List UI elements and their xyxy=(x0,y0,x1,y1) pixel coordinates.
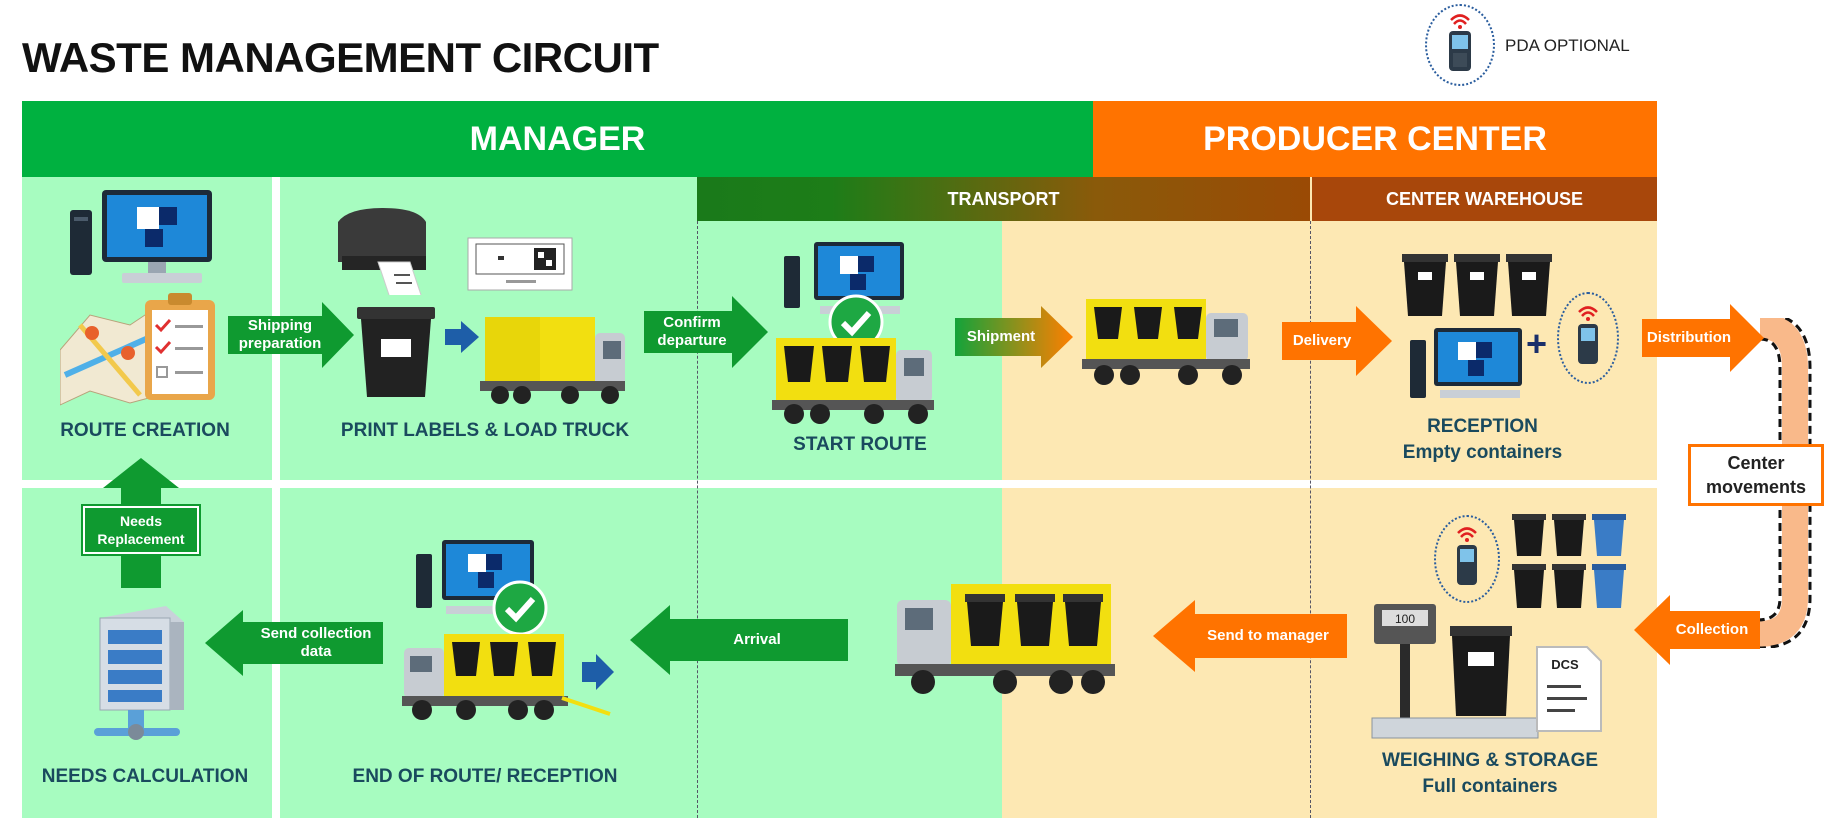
distribution-label: Distribution xyxy=(1646,329,1732,346)
truck-icon xyxy=(895,584,1115,694)
printer-icon xyxy=(338,208,426,295)
scale-reading: 100 xyxy=(1395,612,1415,626)
label-sheet-icon xyxy=(467,237,573,291)
computer-icon xyxy=(1410,328,1522,398)
warehouse-divider xyxy=(1310,221,1311,818)
reception-illustration: + xyxy=(1402,254,1552,398)
route-creation-caption: ROUTE CREATION xyxy=(60,420,230,441)
center-movements-box: Center movements xyxy=(1688,444,1824,506)
loaded-truck-illustration xyxy=(1082,299,1250,385)
transport-divider xyxy=(697,221,698,818)
computer-icon xyxy=(70,190,212,283)
start-route-illustration xyxy=(772,242,934,424)
weighing-pda-badge xyxy=(1434,515,1500,603)
checklist-icon xyxy=(145,293,215,400)
label-printer-illustration xyxy=(338,208,573,295)
container-icon xyxy=(357,307,435,397)
blue-arrow-icon xyxy=(445,321,479,353)
send-to-manager-arrow: Send to manager xyxy=(1153,600,1347,672)
pda-icon xyxy=(1457,527,1477,585)
map-icon xyxy=(60,304,161,406)
column-separator xyxy=(272,177,280,818)
shipment-arrow: Shipment xyxy=(955,306,1073,368)
arrival-label: Arrival xyxy=(733,631,781,648)
send-collection-data-arrow: Send collection data xyxy=(205,610,383,676)
plus-icon: + xyxy=(1526,323,1547,364)
distribution-arrow: Distribution xyxy=(1642,304,1764,372)
pda-legend-badge xyxy=(1425,4,1495,86)
truck-icon xyxy=(1082,299,1250,385)
shipment-label: Shipment xyxy=(966,328,1036,345)
producer-center-header: PRODUCER CENTER xyxy=(1093,101,1657,177)
collection-label: Collection xyxy=(1675,621,1749,638)
center-warehouse-header: CENTER WAREHOUSE xyxy=(1312,177,1657,221)
manager-header: MANAGER xyxy=(22,101,1093,177)
send-collection-data-label: Send collection data xyxy=(260,625,372,660)
page-title: WASTE MANAGEMENT CIRCUIT xyxy=(22,34,659,81)
print-labels-caption: PRINT LABELS & LOAD TRUCK xyxy=(340,420,630,441)
containers-icon xyxy=(1402,254,1552,316)
end-of-route-illustration xyxy=(402,540,614,720)
arrival-arrow: Arrival xyxy=(630,605,848,675)
shipping-preparation-label: Shipping preparation xyxy=(238,317,322,352)
reception-subtitle: Empty containers xyxy=(1402,442,1563,463)
route-creation-illustration xyxy=(60,190,215,406)
end-of-route-caption: END OF ROUTE/ RECEPTION xyxy=(352,766,618,787)
document-icon: DCS xyxy=(1536,646,1602,732)
blue-arrow-icon xyxy=(582,654,614,690)
server-icon xyxy=(94,606,184,740)
collection-arrow: Collection xyxy=(1634,595,1760,665)
full-containers-icon xyxy=(1512,514,1626,608)
truck-icon xyxy=(402,634,611,720)
load-truck-illustration xyxy=(357,307,625,404)
start-route-caption: START ROUTE xyxy=(793,434,927,455)
weighing-subtitle: Full containers xyxy=(1422,776,1558,797)
reception-title: RECEPTION xyxy=(1427,416,1538,437)
pda-icon xyxy=(1578,306,1598,364)
document-label: DCS xyxy=(1551,657,1579,672)
transport-header: TRANSPORT xyxy=(697,177,1310,221)
send-to-manager-label: Send to manager xyxy=(1207,627,1329,644)
needs-calculation-caption: NEEDS CALCULATION xyxy=(41,766,249,787)
truck-icon xyxy=(480,317,625,404)
checkmark-icon xyxy=(492,580,548,636)
confirm-departure-label: Confirm departure xyxy=(657,314,727,349)
needs-replacement-label: Needs Replacement xyxy=(81,504,201,556)
reception-pda-badge xyxy=(1557,292,1619,384)
pda-legend-label: PDA OPTIONAL xyxy=(1505,36,1630,55)
returning-truck-illustration xyxy=(895,584,1115,694)
row-separator xyxy=(22,480,1657,488)
confirm-departure-arrow: Confirm departure xyxy=(644,296,768,368)
delivery-arrow: Delivery xyxy=(1282,306,1392,376)
pda-icon xyxy=(1449,14,1471,71)
weighing-scale-icon: 100 xyxy=(1371,604,1539,739)
delivery-label: Delivery xyxy=(1292,332,1352,349)
shipping-preparation-arrow: Shipping preparation xyxy=(228,302,354,368)
truck-icon xyxy=(772,338,934,424)
weighing-title: WEIGHING & STORAGE xyxy=(1381,750,1599,771)
